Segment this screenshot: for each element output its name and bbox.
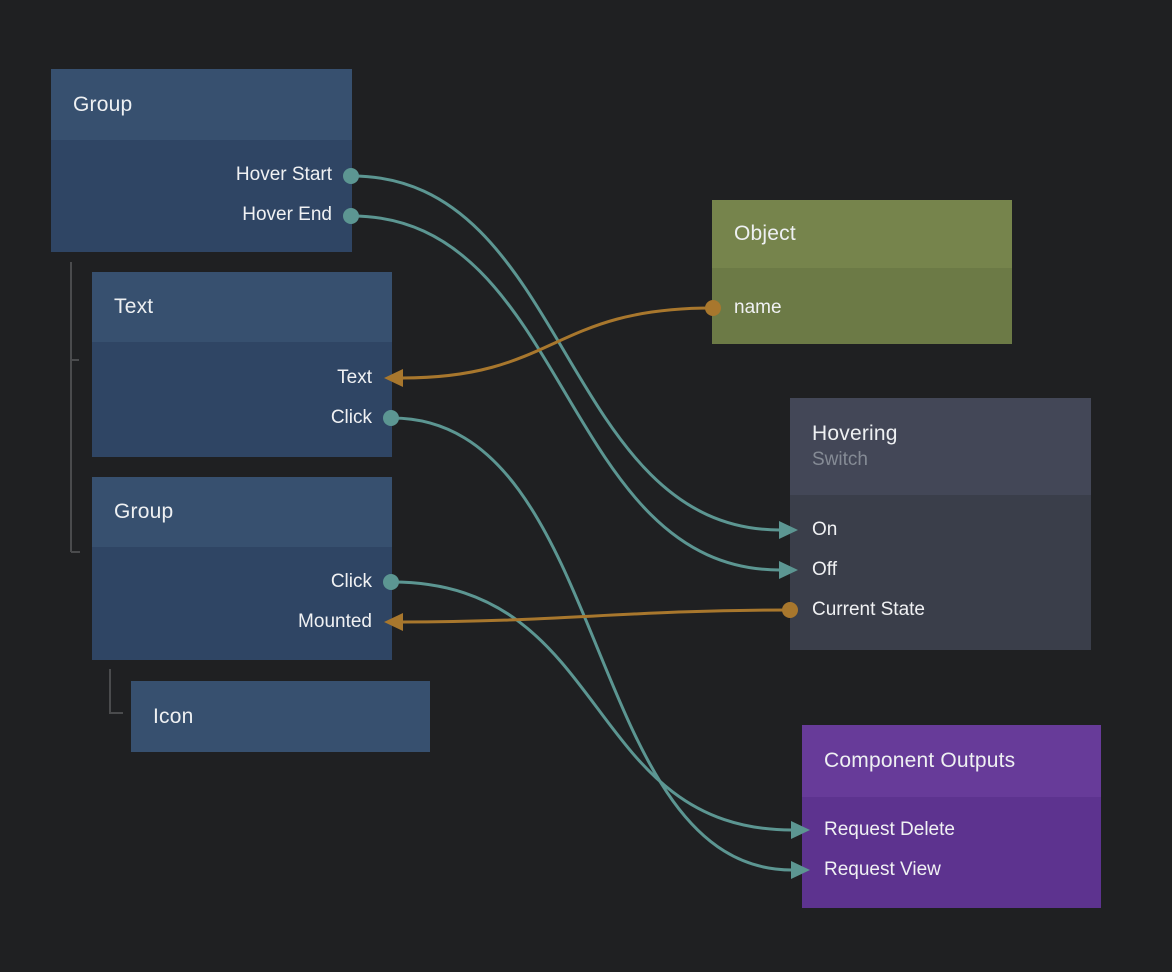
node-title: Group bbox=[73, 92, 133, 116]
port-mounted[interactable]: Mounted bbox=[92, 602, 392, 642]
port-label: Request View bbox=[824, 859, 941, 880]
port-current-state[interactable]: Current State bbox=[790, 590, 1091, 630]
node-title: Group bbox=[114, 500, 174, 523]
node-icon-1-header[interactable]: Icon bbox=[131, 681, 430, 752]
port-label: On bbox=[812, 519, 838, 540]
node-component-outputs[interactable]: Component Outputs Request Delete Request… bbox=[802, 725, 1101, 908]
node-group-2-body: Click Mounted bbox=[92, 547, 392, 660]
node-object-1-header[interactable]: Object bbox=[712, 200, 1012, 268]
port-request-view[interactable]: Request View bbox=[802, 850, 1101, 890]
port-label: Click bbox=[330, 571, 372, 592]
node-hovering-1-body: On Off Current State bbox=[790, 495, 1091, 650]
node-hovering-1-header[interactable]: Hovering Switch bbox=[790, 398, 1091, 495]
port-label: Current State bbox=[812, 599, 925, 620]
node-text-1[interactable]: Text Text Click bbox=[92, 272, 392, 457]
node-title: Component Outputs bbox=[824, 749, 1016, 772]
port-label: name bbox=[734, 297, 782, 318]
node-component-outputs-body: Request Delete Request View bbox=[802, 797, 1101, 908]
node-component-outputs-header[interactable]: Component Outputs bbox=[802, 725, 1101, 797]
port-label: Text bbox=[337, 367, 372, 388]
port-label: Off bbox=[812, 559, 837, 580]
node-subtitle: Switch bbox=[812, 449, 868, 470]
port-label: Hover Start bbox=[235, 164, 332, 185]
edge-group-click-to-request-delete[interactable] bbox=[391, 580, 793, 832]
node-group-2-header[interactable]: Group bbox=[92, 477, 392, 547]
node-title: Text bbox=[114, 295, 154, 318]
node-hovering-1[interactable]: Hovering Switch On Off Current State bbox=[790, 398, 1091, 650]
port-click[interactable]: Click bbox=[92, 562, 392, 602]
node-title: Object bbox=[734, 222, 796, 245]
port-on[interactable]: On bbox=[790, 510, 1091, 550]
node-title: Hovering bbox=[812, 422, 898, 445]
port-name[interactable]: name bbox=[712, 288, 1012, 328]
edge-text-click-to-request-view[interactable] bbox=[391, 416, 793, 872]
edge-name-to-text[interactable] bbox=[401, 306, 713, 380]
port-label: Click bbox=[330, 407, 372, 428]
port-hover-end[interactable]: Hover End bbox=[51, 195, 352, 235]
port-request-delete[interactable]: Request Delete bbox=[802, 810, 1101, 850]
tree-connector-group-1-children bbox=[70, 262, 80, 553]
port-text[interactable]: Text bbox=[92, 358, 392, 398]
node-title: Icon bbox=[153, 704, 194, 728]
tree-connector-group-2-icon bbox=[109, 669, 123, 714]
node-object-1-body: name bbox=[712, 268, 1012, 344]
port-label: Request Delete bbox=[824, 819, 955, 840]
node-group-1-header[interactable]: Group bbox=[51, 69, 352, 140]
port-off[interactable]: Off bbox=[790, 550, 1091, 590]
node-text-1-body: Text Click bbox=[92, 342, 392, 457]
port-label: Hover End bbox=[242, 204, 332, 225]
node-group-1-body: Hover Start Hover End bbox=[51, 140, 352, 252]
node-icon-1[interactable]: Icon bbox=[131, 681, 430, 752]
edge-current-state-to-mounted[interactable] bbox=[401, 608, 792, 624]
node-group-2[interactable]: Group Click Mounted bbox=[92, 477, 392, 660]
node-group-1[interactable]: Group Hover Start Hover End bbox=[51, 69, 352, 252]
node-text-1-header[interactable]: Text bbox=[92, 272, 392, 342]
port-label: Mounted bbox=[298, 611, 372, 632]
port-hover-start[interactable]: Hover Start bbox=[51, 155, 352, 195]
node-object-1[interactable]: Object name bbox=[712, 200, 1012, 344]
port-click[interactable]: Click bbox=[92, 398, 392, 438]
